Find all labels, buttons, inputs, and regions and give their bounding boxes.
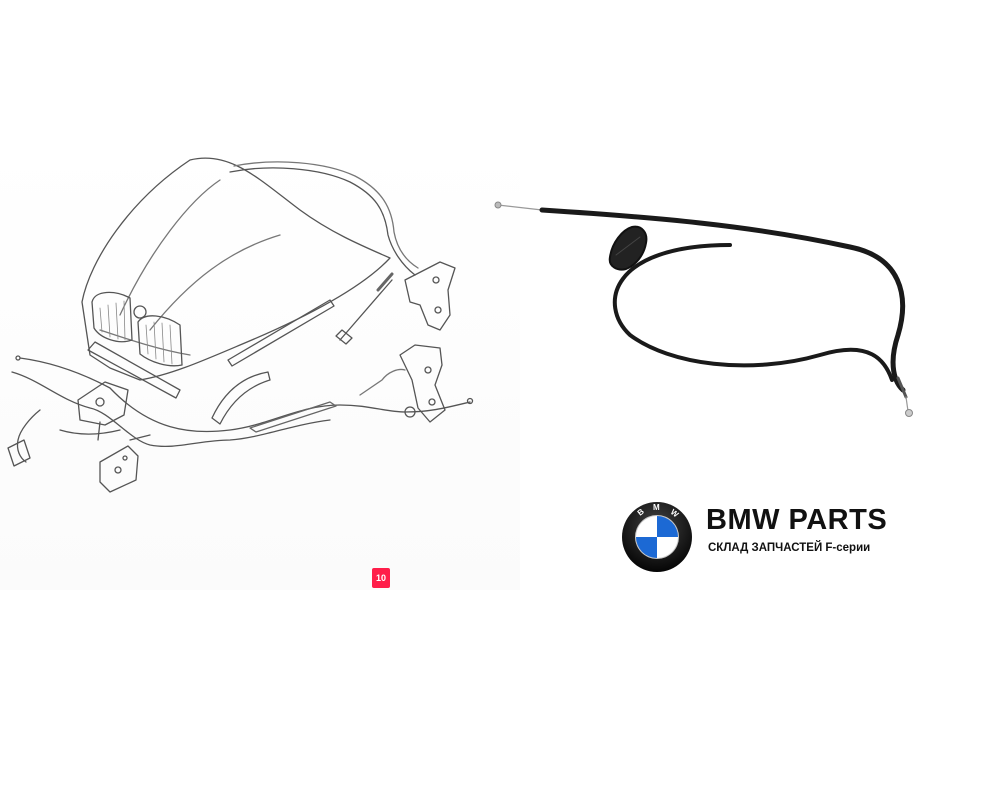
- grille-left: [91, 291, 133, 343]
- release-cable-2: [11, 371, 331, 448]
- cable-loop: [612, 243, 894, 382]
- hood-lock: [77, 381, 129, 426]
- cable-grommet: [608, 225, 648, 271]
- brand-block: B M W BMW PARTS СКЛАД ЗАПЧАСТЕЙ F-серии: [620, 500, 920, 580]
- logo-letter-b: B: [636, 507, 646, 518]
- gas-strut: [339, 279, 393, 341]
- cable-sheath: [539, 207, 906, 393]
- side-seal: [227, 299, 335, 367]
- logo-letter-w: W: [669, 507, 681, 519]
- hood-hinge: [404, 261, 456, 331]
- lock-cable: [16, 409, 121, 463]
- cable-product-photo: [494, 201, 913, 417]
- logo-letter-m: M: [653, 503, 660, 512]
- front-trim-strip: [87, 341, 181, 399]
- hood-assembly-drawing: [7, 157, 474, 493]
- parts-diagram: 10: [0, 140, 520, 590]
- hood-panel: [81, 157, 391, 381]
- hood-badge: [133, 305, 147, 319]
- release-cable: [19, 357, 471, 433]
- bmw-roundel-icon: B M W: [622, 502, 692, 572]
- brand-subtitle: СКЛАД ЗАПЧАСТЕЙ F-серии: [708, 542, 871, 554]
- hinge-lower: [399, 344, 446, 423]
- callout-tag: 10: [372, 568, 390, 588]
- grille-right: [137, 315, 183, 367]
- lower-catch: [99, 445, 139, 493]
- hood-seal-rail: [229, 167, 416, 276]
- corner-seal: [211, 371, 271, 425]
- brand-title: BMW PARTS: [706, 504, 888, 536]
